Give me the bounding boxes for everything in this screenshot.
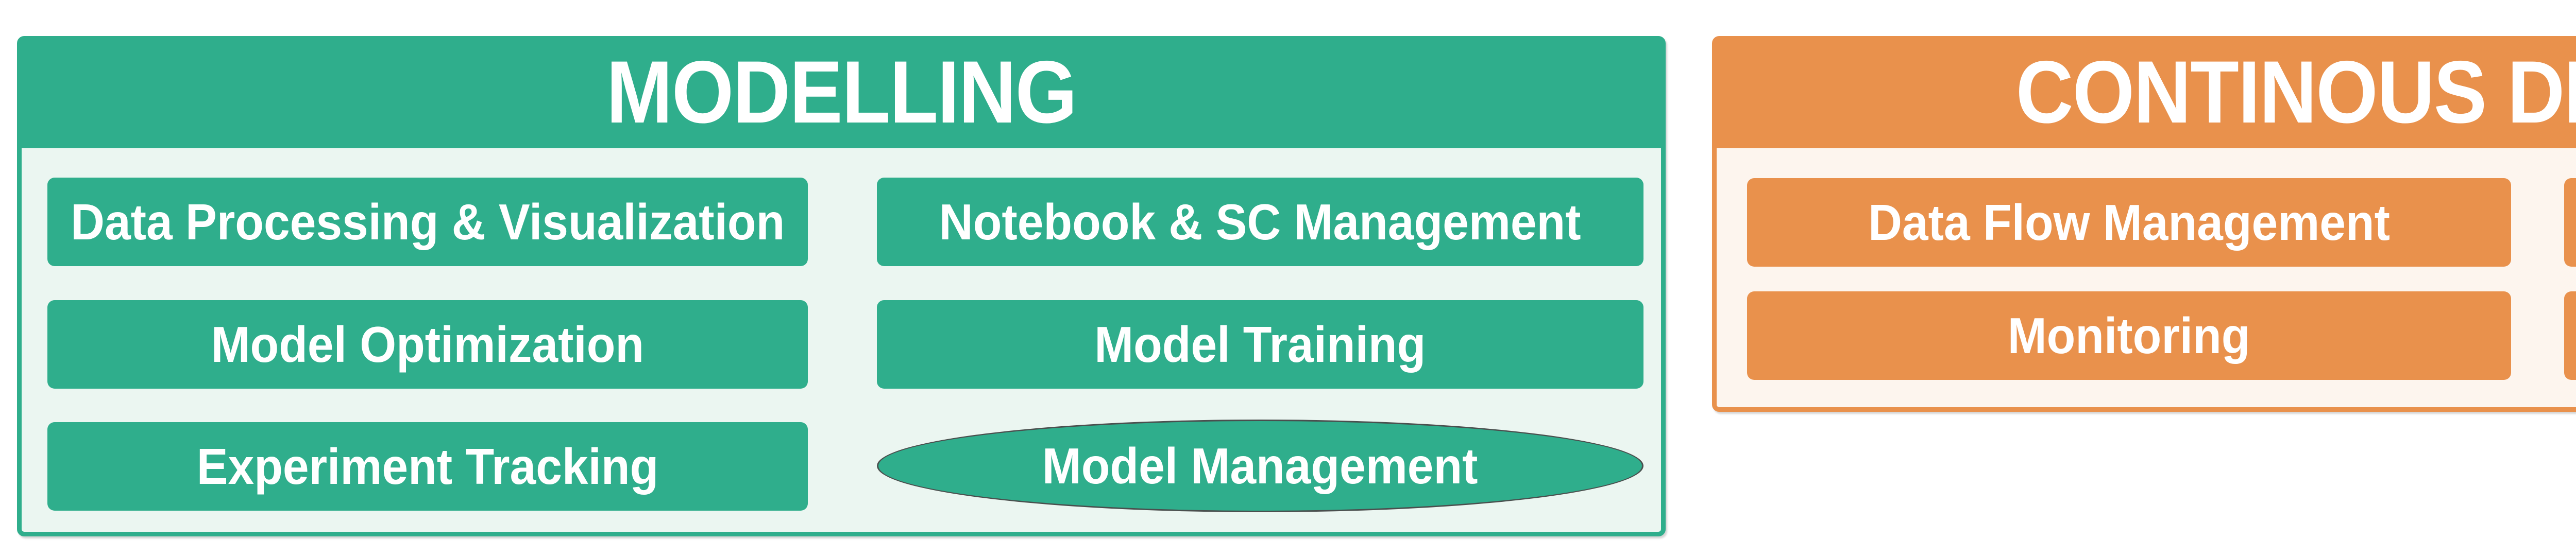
node-label: Experiment Tracking bbox=[196, 438, 659, 495]
deployment-title: CONTINOUS DEPLOYMENT bbox=[2016, 42, 2576, 142]
modelling-node-notebook-sc-management: Notebook & SC Management bbox=[877, 178, 1643, 266]
modelling-node-model-training: Model Training bbox=[877, 300, 1643, 389]
node-label: Model Management bbox=[1042, 438, 1478, 494]
deployment-panel: CONTINOUS DEPLOYMENT Data Flow Managemen… bbox=[1712, 36, 2576, 412]
modelling-header: MODELLING bbox=[22, 41, 1661, 148]
node-label: Model Training bbox=[1094, 316, 1426, 373]
modelling-node-experiment-tracking: Experiment Tracking bbox=[47, 422, 808, 511]
modelling-ellipse-model-management: Model Management bbox=[877, 420, 1643, 512]
deployment-node-feature-transformation: Feature Transformation bbox=[2564, 178, 2576, 267]
node-label: Notebook & SC Management bbox=[939, 194, 1581, 250]
node-label: Data Flow Management bbox=[1868, 194, 2390, 251]
deployment-node-model-deployment-serving: Model Deployment & Serving bbox=[2564, 291, 2576, 380]
modelling-node-data-processing-visualization: Data Processing & Visualization bbox=[47, 178, 808, 266]
deployment-node-data-flow-management: Data Flow Management bbox=[1747, 178, 2511, 267]
modelling-node-model-optimization: Model Optimization bbox=[47, 300, 808, 389]
deployment-node-monitoring: Monitoring bbox=[1747, 291, 2511, 380]
node-label: Model Optimization bbox=[211, 316, 645, 373]
node-label: Monitoring bbox=[2008, 307, 2250, 364]
node-label: Data Processing & Visualization bbox=[70, 194, 785, 250]
deployment-header: CONTINOUS DEPLOYMENT bbox=[1717, 41, 2576, 148]
modelling-panel: MODELLING Data Processing & Visualizatio… bbox=[17, 36, 1666, 536]
modelling-title: MODELLING bbox=[606, 42, 1077, 142]
